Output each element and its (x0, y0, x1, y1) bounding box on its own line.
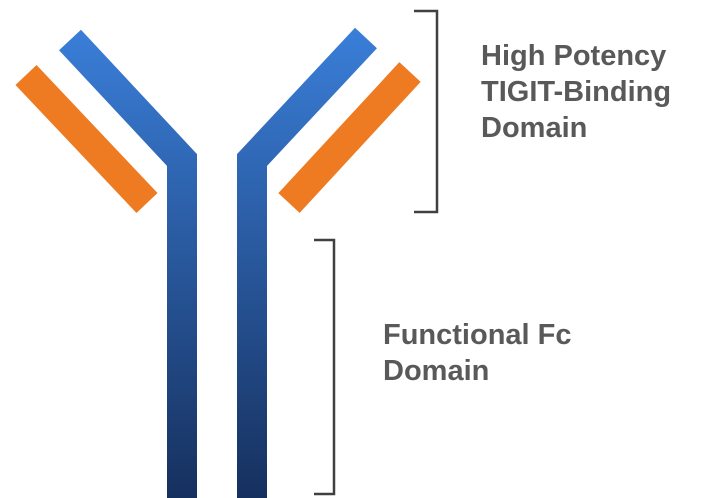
heavy-chain-left (59, 29, 197, 498)
fc-domain-label-line-1: Functional Fc (383, 319, 572, 351)
fc-domain-label: Functional Fc Domain (383, 318, 572, 390)
bracket-binding-domain (414, 9, 439, 214)
bracket-fc-domain (314, 238, 336, 496)
binding-domain-label-line-3: Domain (481, 111, 588, 144)
light-chain-right (278, 62, 421, 213)
binding-domain-label: High Potency TIGIT-Binding Domain (481, 39, 671, 147)
light-chain-left (15, 65, 158, 213)
fc-domain-label-line-2: Domain (383, 354, 490, 387)
binding-domain-label-line-2: TIGIT-Binding (481, 75, 672, 108)
heavy-chain-right (237, 27, 377, 498)
binding-domain-label-line-1: High Potency (481, 40, 667, 72)
